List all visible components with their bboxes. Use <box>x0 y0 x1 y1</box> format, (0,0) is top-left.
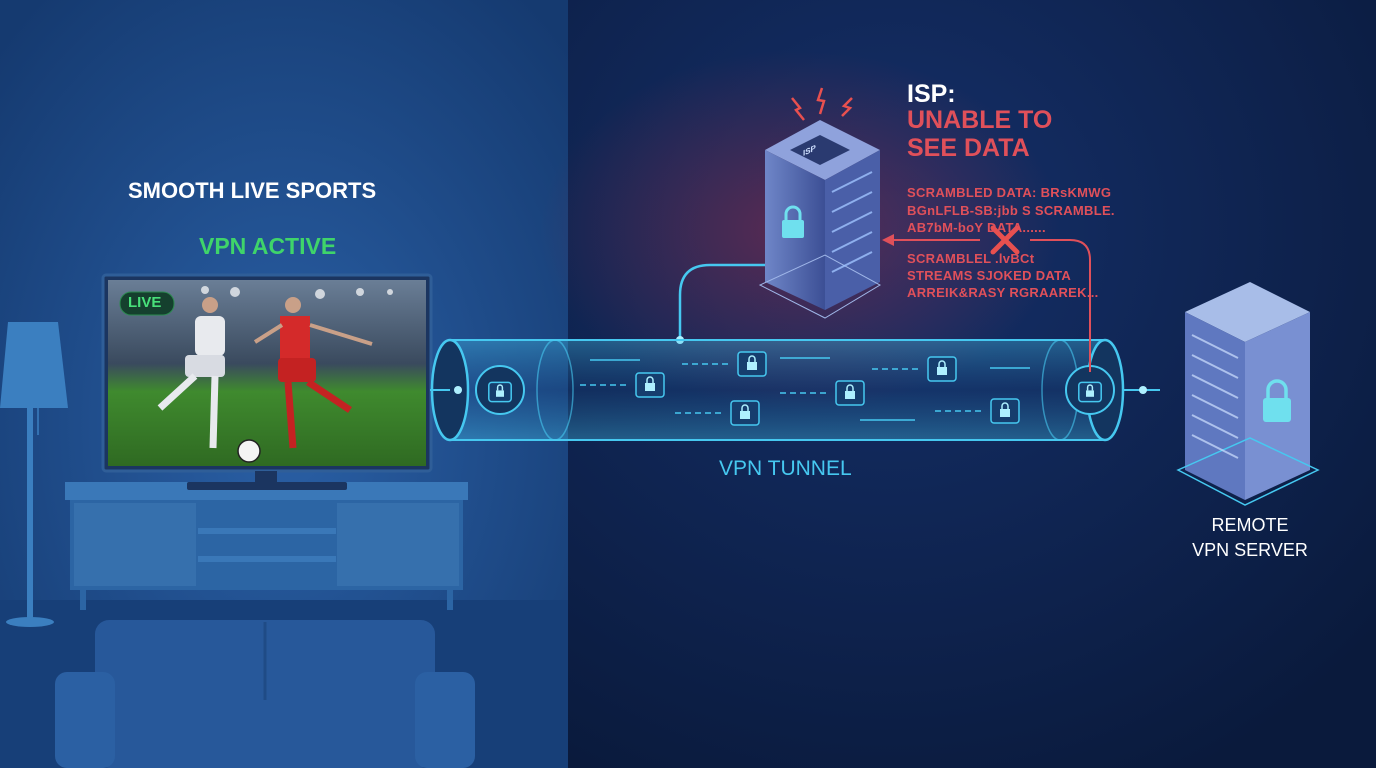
lock-icon <box>927 356 957 382</box>
player-red <box>253 297 373 449</box>
tunnel-label: VPN TUNNEL <box>719 457 852 480</box>
vpn-status: VPN ACTIVE <box>199 233 337 259</box>
cross-icon <box>990 225 1020 255</box>
television <box>101 273 433 490</box>
scrambled-line: SCRAMBLED DATA: BRsKMWG <box>907 185 1112 200</box>
lightning-icon <box>791 87 853 121</box>
lock-icon <box>1263 379 1291 422</box>
lock-icon <box>730 400 760 426</box>
lock-icon <box>835 380 865 406</box>
soccer-ball-icon <box>237 439 261 463</box>
couch <box>55 620 475 768</box>
tv-console <box>65 482 468 610</box>
server-label-2: VPN SERVER <box>1192 540 1308 560</box>
isp-title: ISP: <box>907 80 956 108</box>
isp-building <box>758 87 882 319</box>
scrambled-line: ARREIK&RASY RGRAAREK... <box>907 285 1099 300</box>
isp-subtitle-2: SEE DATA <box>907 134 1030 162</box>
lock-icon <box>488 381 512 403</box>
headline: SMOOTH LIVE SPORTS <box>128 178 377 203</box>
server-label-1: REMOTE <box>1211 515 1289 535</box>
tunnel-data-packets <box>475 351 1115 426</box>
isp-tap-line <box>678 263 790 340</box>
scrambled-line: SCRAMBLEL .lvBCt <box>907 251 1035 266</box>
lock-icon <box>990 398 1020 424</box>
lock-icon <box>1078 381 1102 403</box>
lamp-icon <box>0 322 68 627</box>
scrambled-line: STREAMS SJOKED DATA <box>907 268 1072 283</box>
scrambled-line: BGnLFLB-SB:jbb S SCRAMBLE. <box>907 203 1115 218</box>
live-badge-text: LIVE <box>128 294 162 311</box>
blocked-data-arrow <box>882 234 1091 372</box>
isp-subtitle-1: UNABLE TO <box>907 106 1053 134</box>
lock-icon <box>635 372 665 398</box>
remote-vpn-server <box>1176 282 1320 506</box>
vpn-tunnel <box>430 338 1160 442</box>
lock-icon <box>782 205 804 238</box>
scrambled-line: AB7bM-boY DATA...... <box>907 220 1046 235</box>
lock-icon <box>737 351 767 377</box>
arrow-icon <box>882 234 894 246</box>
player-white <box>157 297 225 449</box>
live-badge <box>119 291 175 316</box>
